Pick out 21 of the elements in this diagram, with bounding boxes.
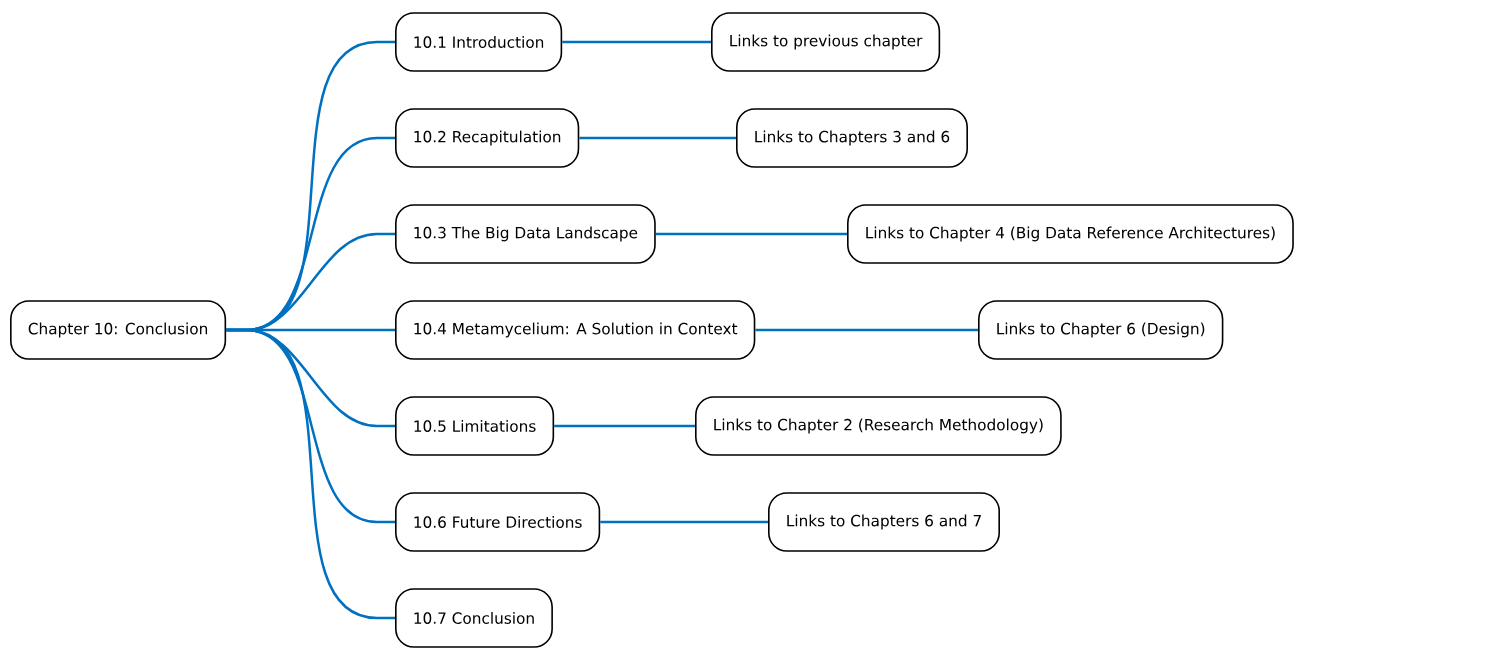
- rounded-box: Links to previous chapter: [711, 12, 941, 72]
- connector-line: [600, 520, 768, 524]
- connector-line: [755, 328, 978, 332]
- connector-line: [226, 328, 395, 620]
- rounded-box: 10.7 Conclusion: [395, 588, 553, 648]
- rounded-box: Links to Chapters 3 and 6: [736, 108, 968, 168]
- rounded-box: 10.1 Introduction: [395, 12, 563, 72]
- rounded-box: 10.2 Recapitulation: [395, 108, 580, 168]
- topic-box: Chapter 10: Conclusion: [10, 300, 227, 360]
- rounded-box: 10.5 Limitations: [395, 396, 555, 456]
- connector-line: [554, 424, 695, 428]
- connector-line: [655, 232, 847, 236]
- rounded-box: 10.3 The Big Data Landscape: [395, 204, 656, 264]
- rounded-box: Links to Chapter 4 (Big Data Reference Architectures): [847, 204, 1294, 264]
- connector-line: [579, 136, 736, 140]
- rounded-box: Links to Chapter 6 (Design): [978, 300, 1224, 360]
- rounded-box: Links to Chapter 2 (Research Methodology): [695, 396, 1062, 456]
- rounded-box: 10.6 Future Directions: [395, 492, 601, 552]
- connector-line: [562, 40, 711, 44]
- rounded-box: 10.4 Metamycelium: A Solution in Context: [395, 300, 756, 360]
- rounded-box: Links to Chapters 6 and 7: [768, 492, 1000, 552]
